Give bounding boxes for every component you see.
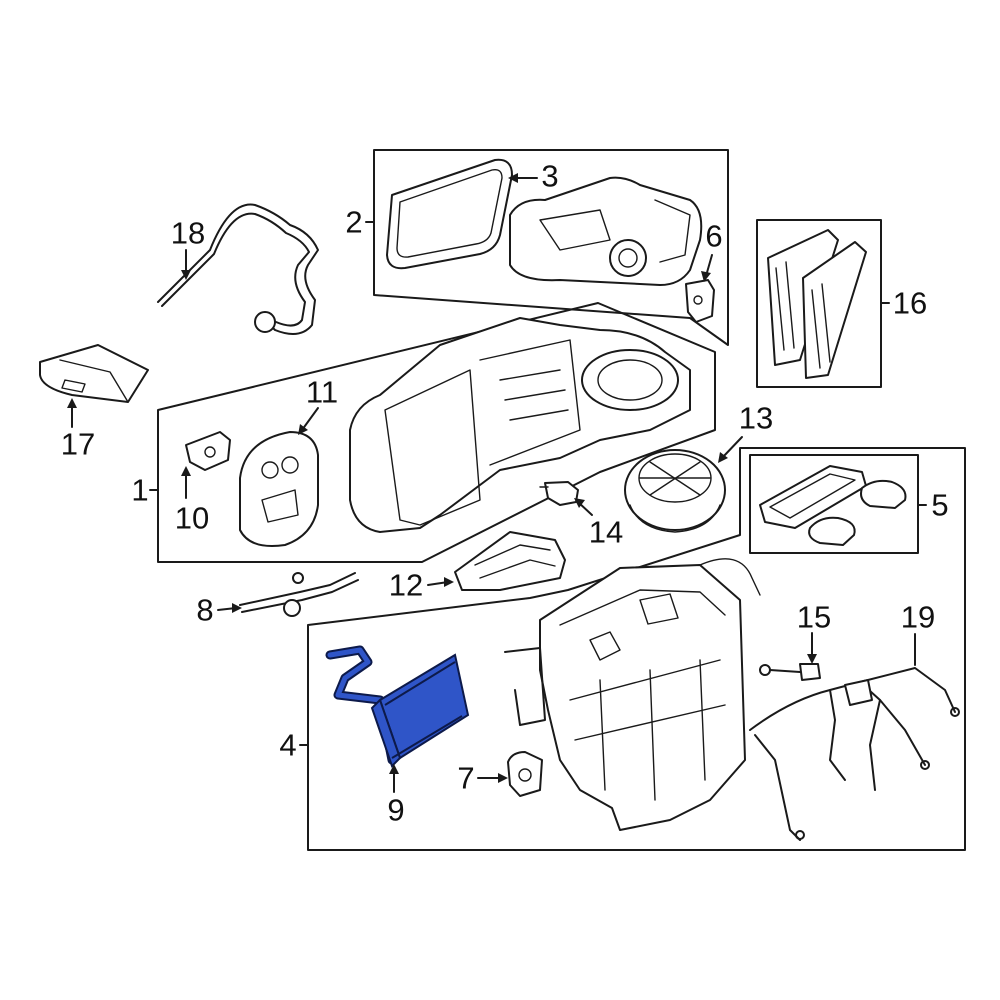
heater-core-side [370,698,402,768]
group-box-4 [307,447,966,851]
callout-18[interactable]: 18 [170,215,206,251]
callout-14[interactable]: 14 [588,514,624,550]
part-5-seals[interactable] [759,465,907,546]
part-12-duct[interactable] [454,531,566,591]
callout-17[interactable]: 17 [60,426,96,462]
callout-13[interactable]: 13 [738,400,774,436]
callout-16[interactable]: 16 [892,285,928,321]
callout-3[interactable]: 3 [541,158,559,194]
callout-4[interactable]: 4 [279,727,297,763]
callout-15[interactable]: 15 [796,599,832,635]
part-9-heater-core[interactable] [325,645,470,768]
callout-10[interactable]: 10 [174,500,210,536]
callout-8[interactable]: 8 [196,592,214,628]
part-7-sensor[interactable] [507,751,543,797]
part-4-hvac-assembly[interactable] [504,558,761,831]
part-18-hose[interactable] [157,203,319,335]
part-1-hvac-case[interactable] [349,317,691,533]
callout-5[interactable]: 5 [931,487,949,523]
part-13-blower-motor[interactable] [624,449,726,533]
part-2-housing-upper[interactable] [509,176,703,286]
part-17-module[interactable] [39,344,149,403]
callout-2[interactable]: 2 [345,204,363,240]
callout-19[interactable]: 19 [900,599,936,635]
callout-7[interactable]: 7 [457,760,475,796]
group-box-1 [157,302,716,563]
callout-12[interactable]: 12 [388,567,424,603]
group-box-2 [373,149,729,346]
callout-1[interactable]: 1 [131,472,149,508]
callout-9[interactable]: 9 [387,792,405,828]
part-11-seal[interactable] [239,431,319,547]
part-19-wiring-harness[interactable] [749,667,960,841]
part-15-sensor[interactable] [759,663,821,681]
leader-lines [67,173,927,793]
part-6-actuator[interactable] [685,279,715,323]
callout-6[interactable]: 6 [705,218,723,254]
part-10-sensor[interactable] [185,431,231,471]
callout-11[interactable]: 11 [305,374,339,410]
part-8-tube[interactable] [239,572,359,617]
part-14-connector[interactable] [539,481,579,506]
part-16-cabin-filters[interactable] [767,229,867,379]
part-3-gasket[interactable] [386,158,513,270]
